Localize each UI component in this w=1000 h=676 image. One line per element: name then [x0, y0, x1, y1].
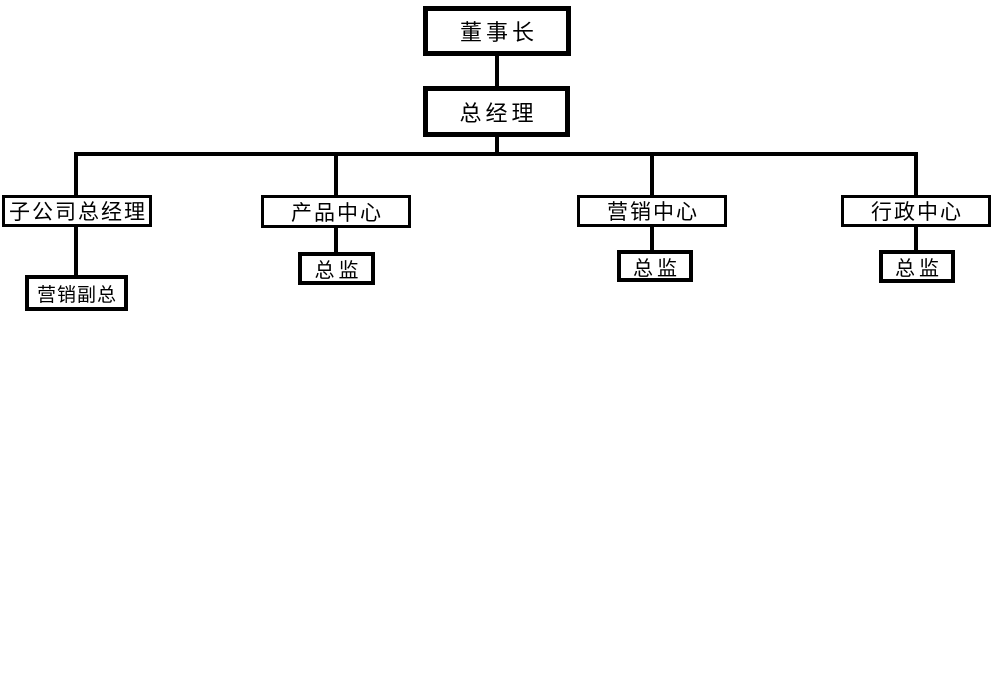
connector-product-to-director [334, 228, 338, 252]
connector-admin-to-director [914, 227, 918, 250]
org-node-marketing-vp-label: 营销副总 [36, 284, 117, 306]
org-node-marketing-director: 总监 [617, 250, 693, 282]
org-node-general-manager-label: 总经理 [459, 100, 538, 126]
connector-trunk-horizontal [74, 152, 918, 156]
connector-trunk-to-admin [914, 152, 918, 195]
org-node-chairman: 董事长 [423, 6, 571, 56]
connector-gm-to-trunk [495, 137, 499, 156]
org-node-general-manager: 总经理 [423, 86, 570, 137]
org-node-marketing-center: 营销中心 [577, 195, 727, 227]
org-node-chairman-label: 董事长 [459, 20, 538, 45]
org-node-product-director: 总监 [298, 252, 375, 285]
org-node-subsidiary-gm: 子公司总经理 [2, 195, 152, 227]
org-node-product-center-label: 产品中心 [291, 201, 383, 225]
connector-marketing-to-director [650, 227, 654, 250]
org-node-marketing-director-label: 总监 [633, 257, 681, 280]
connector-trunk-to-marketing [650, 152, 654, 195]
org-node-admin-center: 行政中心 [841, 195, 991, 227]
connector-subsidiary-to-vp [74, 227, 78, 275]
connector-trunk-to-subsidiary [74, 152, 78, 195]
org-node-marketing-vp: 营销副总 [25, 275, 128, 311]
org-node-product-center: 产品中心 [261, 195, 411, 228]
org-node-subsidiary-gm-label: 子公司总经理 [9, 201, 147, 224]
org-node-product-director-label: 总监 [314, 260, 363, 282]
org-node-admin-director-label: 总监 [895, 258, 943, 280]
connector-trunk-to-product [334, 152, 338, 195]
org-node-marketing-center-label: 营销中心 [607, 201, 699, 224]
connector-chairman-to-gm [495, 56, 499, 86]
org-node-admin-director: 总监 [879, 250, 955, 283]
org-node-admin-center-label: 行政中心 [871, 201, 963, 224]
